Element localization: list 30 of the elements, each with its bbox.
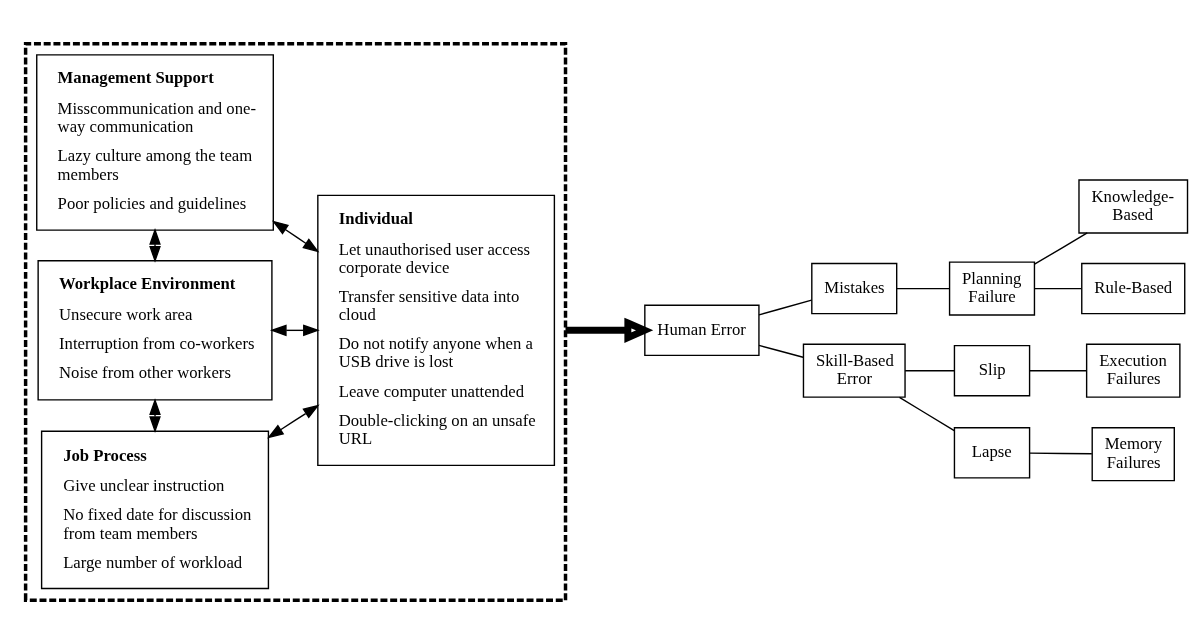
arrow: [267, 404, 320, 439]
arrow: [565, 317, 654, 343]
node-box: Memory Failures: [1091, 427, 1175, 482]
connector: [1033, 232, 1088, 265]
arrow: [149, 228, 161, 263]
connector: [898, 396, 955, 432]
node-box: Management Support Misscommunication and one-way communication Lazy culture among the team members Poor policies and guidelines: [36, 54, 274, 231]
node-box: Planning Failure: [948, 261, 1036, 316]
cluster: [23, 41, 568, 603]
node-box: Job Process Give unclear instruction No fixed date for discussion from team members Large number of workload: [40, 430, 270, 590]
node-box: Individual Let unauthorised user access corporate device Transfer sensitive data into cloud Do not notify anyone when a USB drive is lost Leave computer unattended Double-clicking on an unsafe URL: [317, 194, 556, 467]
node-box: Workplace Environment Unsecure work area Interruption from co-workers Noise from other workers: [37, 260, 273, 401]
node-box: Mistakes: [811, 262, 898, 315]
connector: [1033, 287, 1082, 290]
node-box: Human Error: [644, 304, 760, 357]
node-box: Slip: [953, 344, 1031, 397]
arrow: [271, 220, 320, 253]
connector: [896, 287, 950, 290]
node-box: Execution Failures: [1085, 343, 1181, 398]
arrow: [269, 324, 320, 337]
node-box: Skill-Based Error: [802, 343, 906, 398]
node-box: Lapse: [953, 427, 1031, 479]
connector: [904, 370, 955, 372]
node-box: Rule-Based: [1081, 262, 1186, 315]
arrow: [149, 398, 161, 434]
connector: [1029, 370, 1087, 372]
connector: [758, 299, 813, 316]
connector: [1029, 452, 1093, 455]
connector: [758, 344, 804, 358]
node-box: Knowledge-Based: [1078, 179, 1189, 234]
